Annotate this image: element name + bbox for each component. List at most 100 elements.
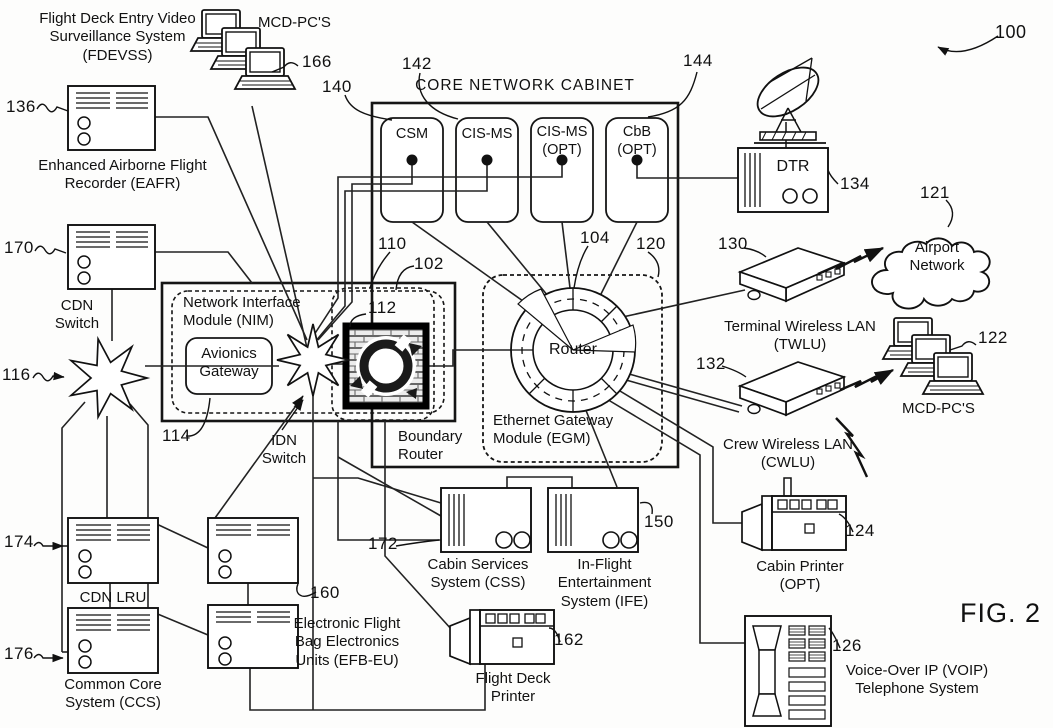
leader-162 bbox=[548, 627, 561, 643]
ref-134: 134 bbox=[840, 174, 870, 193]
leader-140 bbox=[344, 94, 393, 121]
ref-120: 120 bbox=[636, 234, 666, 253]
mcd-pcs-right-label: MCD-PC'S bbox=[902, 400, 975, 417]
router-notch-icon bbox=[517, 288, 574, 351]
nim-label: Network Interface Module (NIM) bbox=[183, 294, 301, 330]
leader-160 bbox=[296, 583, 317, 597]
ref-112: 112 bbox=[368, 298, 397, 317]
efb-lru-icon-1 bbox=[207, 517, 299, 584]
wire-nim-fdprinter bbox=[384, 421, 453, 631]
wires-layer bbox=[61, 105, 787, 711]
fdevss-lru-icon bbox=[67, 85, 156, 151]
ref-166: 166 bbox=[302, 52, 332, 71]
ref-102: 102 bbox=[414, 254, 444, 273]
leader-102 bbox=[395, 265, 415, 291]
fdevss-label: Flight Deck Entry Video Surveillance Sys… bbox=[39, 10, 196, 64]
eafr-label: Enhanced Airborne Flight Recorder (EAFR) bbox=[38, 157, 207, 193]
leader-112 bbox=[349, 313, 367, 328]
ref-121: 121 bbox=[920, 183, 950, 202]
wire-nim-css-b bbox=[337, 421, 441, 541]
ref-110: 110 bbox=[378, 234, 407, 253]
ref-142: 142 bbox=[402, 54, 432, 73]
airport-network-label: Airport Network bbox=[909, 239, 965, 275]
dtr-box-icon bbox=[737, 147, 829, 213]
leader-174 bbox=[33, 541, 64, 551]
wire-csm-idn bbox=[317, 160, 413, 341]
nim-rounded-box bbox=[171, 290, 445, 414]
bolt-cwlu-cabin-icon bbox=[835, 417, 869, 478]
ref-150: 150 bbox=[644, 512, 674, 531]
ref-122: 122 bbox=[978, 328, 1008, 347]
wire-mcdpc-idn bbox=[251, 105, 308, 349]
leader-130 bbox=[743, 247, 767, 258]
cdn-lru-label: CDN LRU bbox=[79, 589, 147, 606]
cdn-lru-icon bbox=[67, 517, 159, 584]
leaders-layer bbox=[32, 35, 999, 663]
dtr-label: DTR bbox=[776, 158, 810, 175]
leader-142 bbox=[418, 72, 459, 120]
leader-144 bbox=[647, 71, 698, 118]
avionics-gateway-label: Avionics Gateway bbox=[199, 345, 259, 381]
firewall-icon bbox=[342, 322, 430, 410]
ccs-lru-icon bbox=[67, 607, 159, 674]
boundary-router-label: Boundary Router bbox=[398, 428, 463, 464]
wire-router-cwlu-a bbox=[621, 371, 743, 407]
twlu-device-icon bbox=[739, 247, 845, 302]
leader-114 bbox=[185, 397, 211, 437]
leader-124 bbox=[838, 513, 854, 533]
cis-ms-label: CIS-MS bbox=[461, 126, 513, 142]
wire-router-twlu bbox=[617, 289, 746, 319]
router-notch-icon bbox=[572, 324, 637, 353]
bolt-cwlu-mcdpc-icon bbox=[839, 368, 895, 392]
wire-efb-idn-arrow bbox=[214, 395, 304, 519]
css-label: Cabin Services System (CSS) bbox=[427, 556, 529, 592]
wire-cisms-router bbox=[486, 221, 549, 297]
mcd-pcs-right-icon bbox=[882, 317, 984, 395]
core-network-cabinet-box bbox=[370, 101, 680, 469]
csm-label: CSM bbox=[395, 126, 429, 142]
ref-170: 170 bbox=[4, 238, 34, 257]
cis-ms-opt-label: CIS-MS (OPT) bbox=[536, 124, 588, 158]
leader-134 bbox=[827, 169, 839, 185]
ref-140: 140 bbox=[322, 77, 352, 96]
leader-122 bbox=[949, 341, 977, 351]
idn-switch-icon bbox=[276, 323, 350, 397]
wire-cisms-idn bbox=[314, 160, 488, 343]
leader-126 bbox=[828, 627, 841, 649]
ref-132: 132 bbox=[696, 354, 726, 373]
leader-176 bbox=[33, 653, 64, 663]
wire-fdevss-idn bbox=[155, 116, 308, 341]
module-dots bbox=[406, 154, 643, 166]
satellite-dish-icon bbox=[754, 57, 826, 144]
figure-label: FIG. 2 bbox=[960, 598, 1042, 628]
ife-label: In-Flight Entertainment System (IFE) bbox=[557, 556, 652, 610]
bolt-twlu-airport-icon bbox=[817, 246, 885, 276]
router-label: Router bbox=[548, 341, 598, 358]
core-network-cabinet-label: CORE NETWORK CABINET bbox=[415, 77, 635, 94]
flight-deck-printer-label: Flight Deck Printer bbox=[475, 670, 551, 706]
eafr-lru-icon bbox=[67, 224, 156, 290]
wire-cbb-router bbox=[599, 221, 638, 297]
ref-100: 100 bbox=[995, 22, 1027, 42]
wireless-bolts bbox=[817, 246, 895, 478]
wire-csm-router bbox=[411, 221, 531, 307]
cabin-printer-label: Cabin Printer (OPT) bbox=[756, 558, 844, 594]
leader-172 bbox=[395, 539, 440, 547]
wire-cdn-efb1 bbox=[129, 403, 209, 549]
ref-104: 104 bbox=[580, 228, 610, 247]
leader-104 bbox=[573, 245, 589, 289]
wire-css-ife-bus bbox=[506, 476, 573, 488]
efb-label: Electronic Flight Bag Electronics Units … bbox=[293, 615, 401, 669]
ref-116: 116 bbox=[2, 365, 31, 384]
css-box-icon bbox=[440, 487, 532, 553]
wire-router-ife bbox=[584, 407, 618, 488]
leader-idn-switch bbox=[281, 399, 304, 431]
voip-phone-icon bbox=[744, 615, 832, 727]
ref-124: 124 bbox=[845, 521, 875, 540]
mcd-pcs-top-label: MCD-PC'S bbox=[258, 14, 331, 31]
leader-116 bbox=[32, 371, 65, 382]
wire-nim-css-c bbox=[337, 456, 442, 517]
flight-deck-printer-icon bbox=[449, 609, 555, 665]
